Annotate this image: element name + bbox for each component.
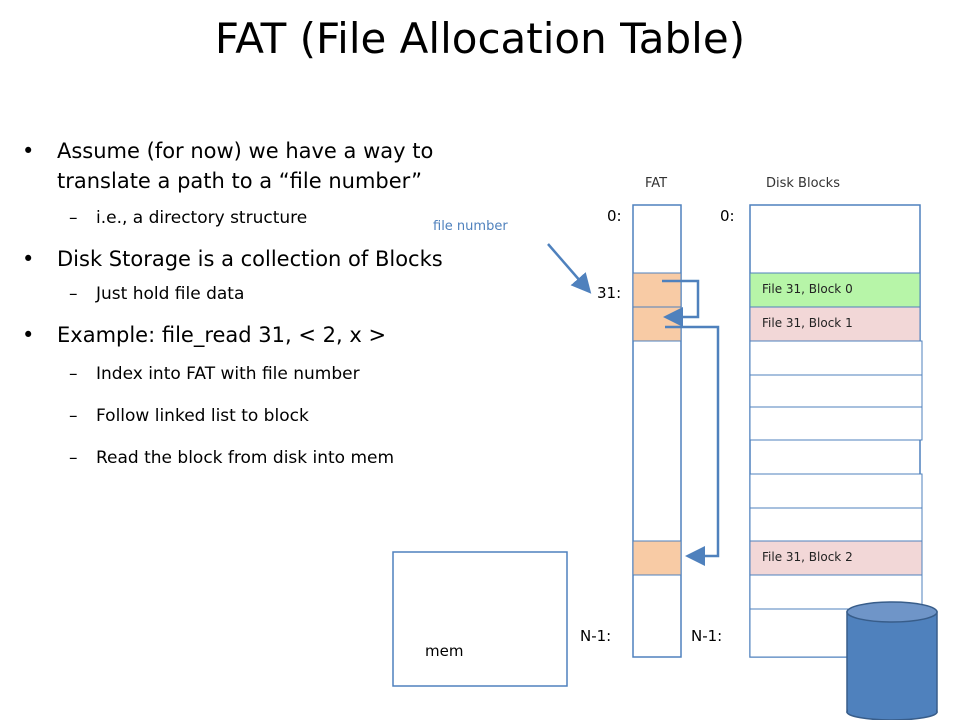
disk-index-last: N-1: xyxy=(691,627,723,645)
disk-block-row xyxy=(749,406,923,441)
bullet-1: Assume (for now) we have a way to transl… xyxy=(22,136,457,196)
fat-index-31: 31: xyxy=(597,284,622,302)
mem-box xyxy=(392,551,568,687)
block-1-label: File 31, Block 1 xyxy=(762,316,853,330)
bullet-3-sub-2: Follow linked list to block xyxy=(22,404,602,428)
fat-entry-last xyxy=(632,540,682,576)
disk-block-row xyxy=(749,473,923,509)
fat-index-zero: 0: xyxy=(607,207,622,225)
bullet-2-text: Disk Storage is a collection of Blocks xyxy=(57,247,443,271)
bullet-2-sub-1: Just hold file data xyxy=(22,282,602,306)
bullet-3-text: Example: file_read 31, < 2, x > xyxy=(57,323,387,347)
fat-link-arrow-2 xyxy=(665,325,720,566)
fat-entry-31 xyxy=(632,272,682,308)
block-2-label: File 31, Block 2 xyxy=(762,550,853,564)
disk-block-row xyxy=(749,374,923,408)
file-number-label: file number xyxy=(433,219,508,234)
disk-block-2 xyxy=(749,540,923,576)
disk-index-zero: 0: xyxy=(720,207,735,225)
bullet-3-sub-3: Read the block from disk into mem xyxy=(22,446,602,470)
bullet-3-sub-1: Index into FAT with file number xyxy=(22,362,602,386)
fat-index-last: N-1: xyxy=(580,627,612,645)
fat-link-arrow-1 xyxy=(662,279,700,327)
bullet-2: Disk Storage is a collection of Blocks xyxy=(22,244,602,274)
fat-entry-next xyxy=(632,306,682,342)
disk-block-row xyxy=(749,340,923,376)
slide-title: FAT (File Allocation Table) xyxy=(214,14,746,63)
disk-block-row xyxy=(749,507,923,542)
disk-blocks-heading: Disk Blocks xyxy=(766,176,840,191)
fat-heading: FAT xyxy=(645,176,668,191)
file-number-arrow xyxy=(547,243,592,294)
bullet-list: Assume (for now) we have a way to transl… xyxy=(22,136,602,470)
bullet-1-text: Assume (for now) we have a way to transl… xyxy=(57,139,434,193)
block-0-label: File 31, Block 0 xyxy=(762,282,853,296)
disk-cylinder-icon xyxy=(846,601,938,720)
bullet-1-sub-1: i.e., a directory structure xyxy=(22,206,602,230)
bullet-3: Example: file_read 31, < 2, x > xyxy=(22,320,602,350)
disk-block-0 xyxy=(749,272,921,308)
disk-block-1 xyxy=(749,306,921,342)
mem-label: mem xyxy=(425,642,464,660)
